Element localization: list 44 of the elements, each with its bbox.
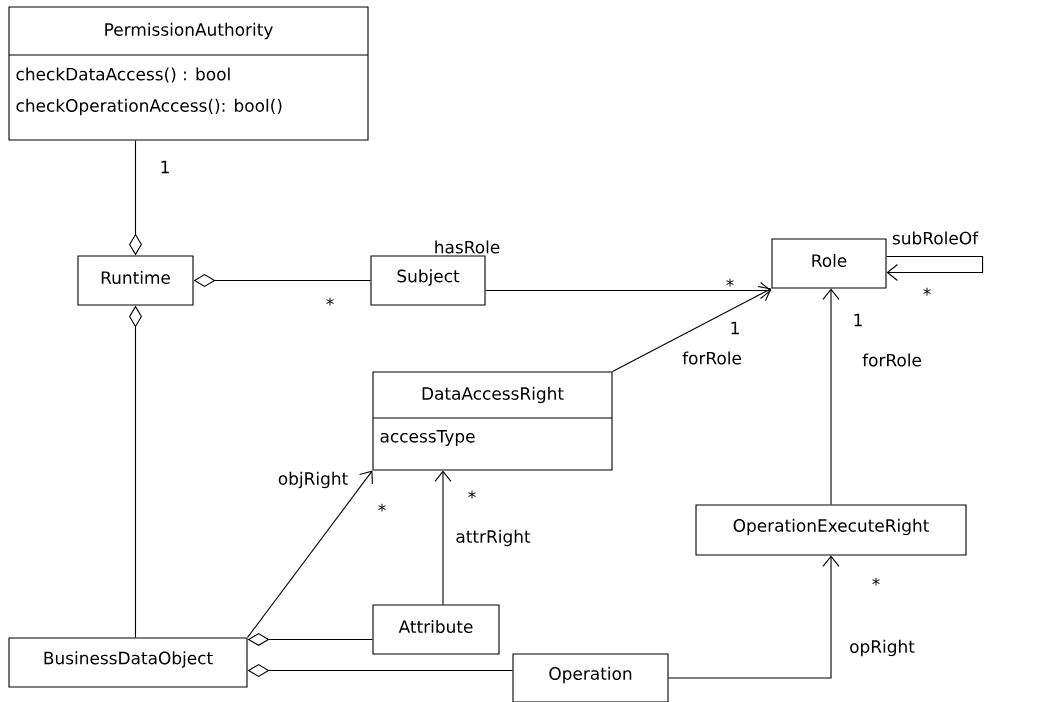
class-box <box>695 504 967 556</box>
method-signature: checkDataAccess() : bool <box>16 67 230 83</box>
edge-label: subRoleOf <box>890 230 980 246</box>
class-name: Subject <box>397 269 460 286</box>
class-box <box>771 238 887 289</box>
edge-label: hasRole <box>432 239 502 255</box>
association-arrow <box>485 281 772 300</box>
class-name: Runtime <box>101 270 170 285</box>
class-name: OperationExecuteRight <box>733 518 929 536</box>
edge-label: forRole <box>861 352 923 368</box>
association-arrow <box>668 555 840 679</box>
association-arrow <box>612 285 772 372</box>
edge-label: opRight <box>848 638 916 658</box>
attribute-name: accessType <box>380 430 475 446</box>
method-signature: checkOperationAccess(): bool() <box>16 98 282 116</box>
class-box <box>512 653 669 702</box>
multiplicity: * <box>468 490 476 499</box>
class-name: PermissionAuthority <box>105 22 273 40</box>
association-arrow <box>247 470 373 638</box>
class-name: Operation <box>549 666 632 684</box>
class-box <box>372 604 500 655</box>
class-name: Role <box>812 253 847 268</box>
multiplicity: 1 <box>161 160 169 174</box>
class-box <box>8 6 369 141</box>
class-box <box>372 371 613 471</box>
association-arrow <box>886 255 984 282</box>
multiplicity: 1 <box>731 321 739 335</box>
edge-label: forRole <box>681 350 743 366</box>
edge-label: objRight <box>276 470 350 490</box>
edge-label: attrRight <box>454 528 532 548</box>
multiplicity: * <box>872 577 880 586</box>
class-name: DataAccessRight <box>422 386 564 404</box>
multiplicity: * <box>326 297 334 306</box>
class-box <box>370 255 486 306</box>
class-name: BusinessDataObject <box>44 651 213 668</box>
multiplicity: * <box>726 278 734 287</box>
class-box <box>8 637 248 688</box>
multiplicity: * <box>923 287 931 296</box>
multiplicity: 1 <box>854 313 862 327</box>
association-arrow <box>822 288 840 505</box>
class-box <box>77 255 194 306</box>
association-arrow <box>434 470 452 605</box>
class-name: Attribute <box>398 619 473 634</box>
multiplicity: * <box>378 503 386 512</box>
